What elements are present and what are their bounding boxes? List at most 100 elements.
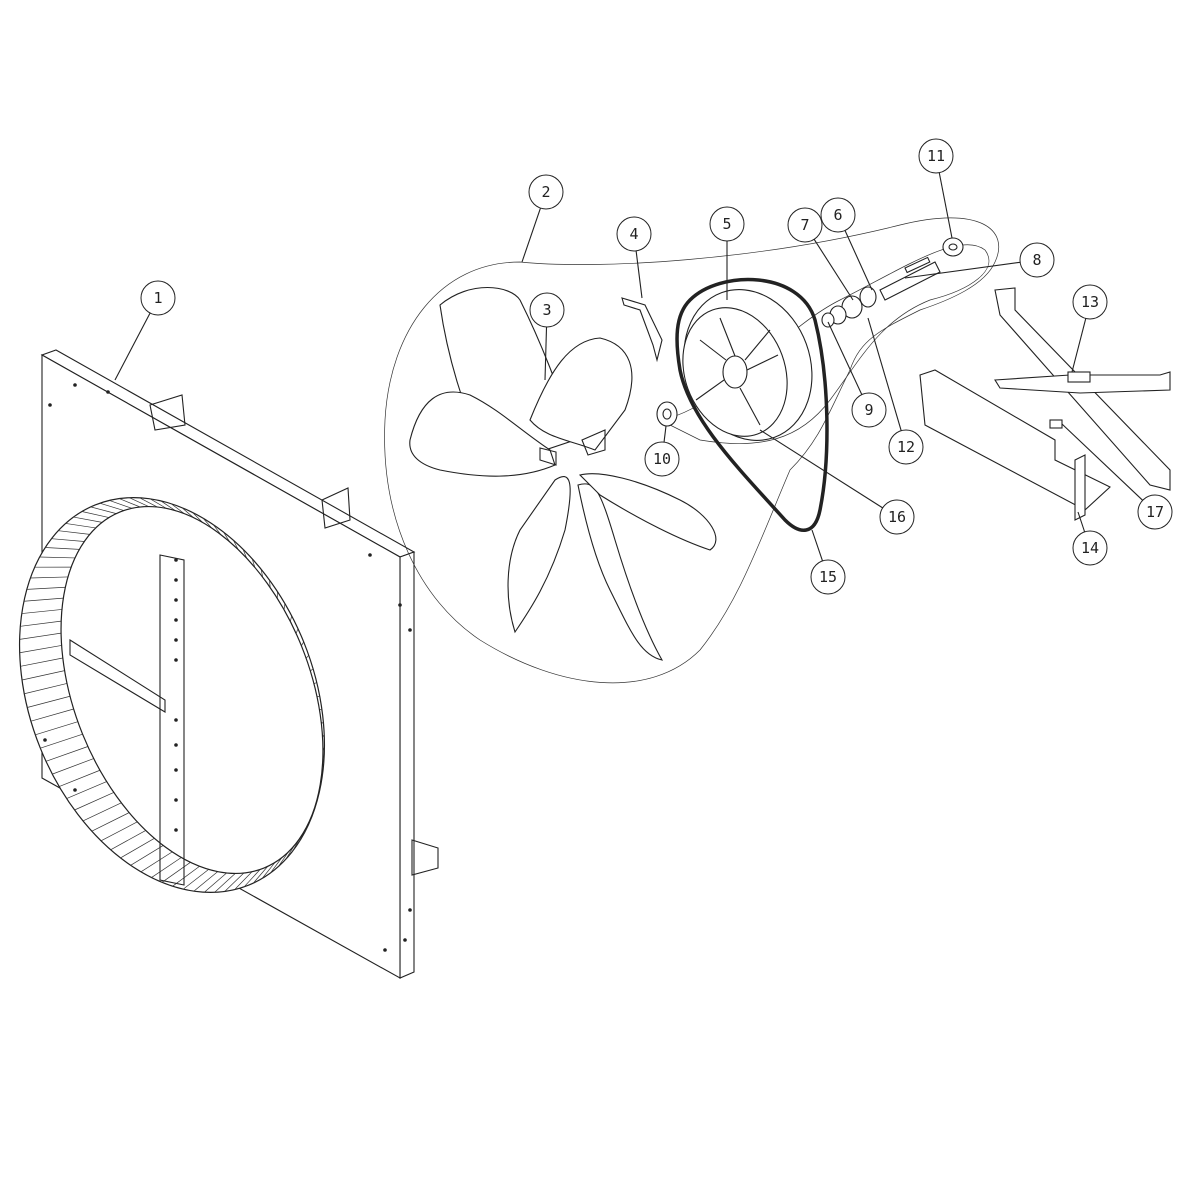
bolt-hole [73,383,77,387]
ring-hatch-line [19,645,62,654]
callout-circle [616,216,652,252]
ring-hatch-line [269,579,271,588]
callout-number: 10 [653,450,671,468]
bolt-hole [174,828,178,832]
bolt-hole [106,390,110,394]
callout-10: 10 [644,425,680,477]
callout-circle [820,197,856,233]
ring-hatch-line [30,708,74,722]
callout-number: 3 [542,301,551,319]
callout-circle [709,206,745,242]
callout-circle [851,392,887,428]
callout-circle [1019,242,1055,278]
leader-line [544,326,548,381]
leader-line [813,239,854,301]
ring-hatch-line [23,597,64,602]
callout-number: 17 [1146,503,1164,521]
ring-hatch-line [151,857,182,878]
callout-3: 3 [529,292,565,381]
callout-2: 2 [521,174,564,263]
bolt-hole [398,603,402,607]
bolt-hole [174,618,178,622]
ring-hatch-line [149,498,167,509]
callout-circle [644,441,680,477]
callout-circle [529,292,565,328]
ring-hatch-line [278,851,289,867]
callout-number: 6 [833,206,842,224]
part-11 [942,237,964,257]
ring-hatch-line [253,866,268,884]
callout-16: 16 [759,429,915,535]
part-fan-ring [18,383,412,952]
part-10-bushing [656,401,678,427]
ring-hatch-line [192,512,203,523]
callout-circle [787,207,823,243]
leader-line [811,529,824,562]
ring-hatch-line [295,628,299,634]
callout-number: 16 [888,508,906,526]
callout-6: 6 [820,197,873,291]
callout-number: 2 [541,183,550,201]
ring-hatch-line [21,609,62,614]
bolt-hole [174,558,178,562]
callout-number: 13 [1081,293,1099,311]
ring-hatch-line [120,837,155,859]
callout-7: 7 [787,207,854,301]
callout-8: 8 [904,242,1055,279]
ring-hatch-line [270,857,283,874]
callout-number: 12 [897,438,915,456]
callout-number: 4 [629,225,638,243]
leader-line [663,425,667,443]
ring-hatch-line [40,733,83,749]
callout-circle [528,174,564,210]
ring-hatch-line [39,556,76,559]
bolt-hole [43,738,47,742]
bolt-hole [408,908,412,912]
bolt-hole [48,403,52,407]
ring-hatch-line [81,511,110,518]
leader-line [867,317,902,431]
callout-number: 8 [1032,251,1041,269]
bolt-hole [174,768,178,772]
callout-14: 14 [1072,511,1108,566]
callout-circle [1137,494,1173,530]
part-17-plate [1049,419,1063,429]
ring-hatch-line [181,507,194,518]
ring-hatch-line [110,830,146,851]
ring-hatch-line [73,516,103,523]
ring-hatch-line [19,632,62,640]
bolt-hole [408,628,412,632]
leader-line [938,172,953,239]
ring-hatch-line [30,576,68,579]
callout-number: 11 [927,147,945,165]
callout-circle [879,499,915,535]
part-shaft-components [821,237,964,328]
part-6 [859,286,877,308]
ring-hatch-line [171,503,185,515]
ring-hatch-line [90,506,117,514]
callout-13: 13 [1071,284,1108,373]
ring-hatch-line [58,530,90,535]
ring-hatch-line [130,845,164,866]
ring-hatch-line [161,862,191,883]
callout-17: 17 [1061,423,1173,530]
ring-hatch-line [65,523,96,529]
ring-hatch-line [66,781,107,799]
leader-line [759,429,883,509]
ring-hatch-line [74,792,114,811]
bolt-hole [174,743,178,747]
ring-hatch-line [204,872,227,893]
leader-line [1077,511,1086,533]
ring-hatch-line [20,657,63,667]
callout-number: 15 [819,568,837,586]
ring-hatch-line [100,821,138,842]
callout-circle [1072,284,1108,320]
ring-hatch-line [214,873,236,893]
leader-line [827,321,863,395]
ring-hatch-line [234,871,253,890]
callout-circle [1072,530,1108,566]
ring-hatch-line [283,603,286,610]
ring-hatch-line [82,802,122,822]
ring-hatch-line [27,695,71,708]
ring-hatch-line [99,502,125,511]
